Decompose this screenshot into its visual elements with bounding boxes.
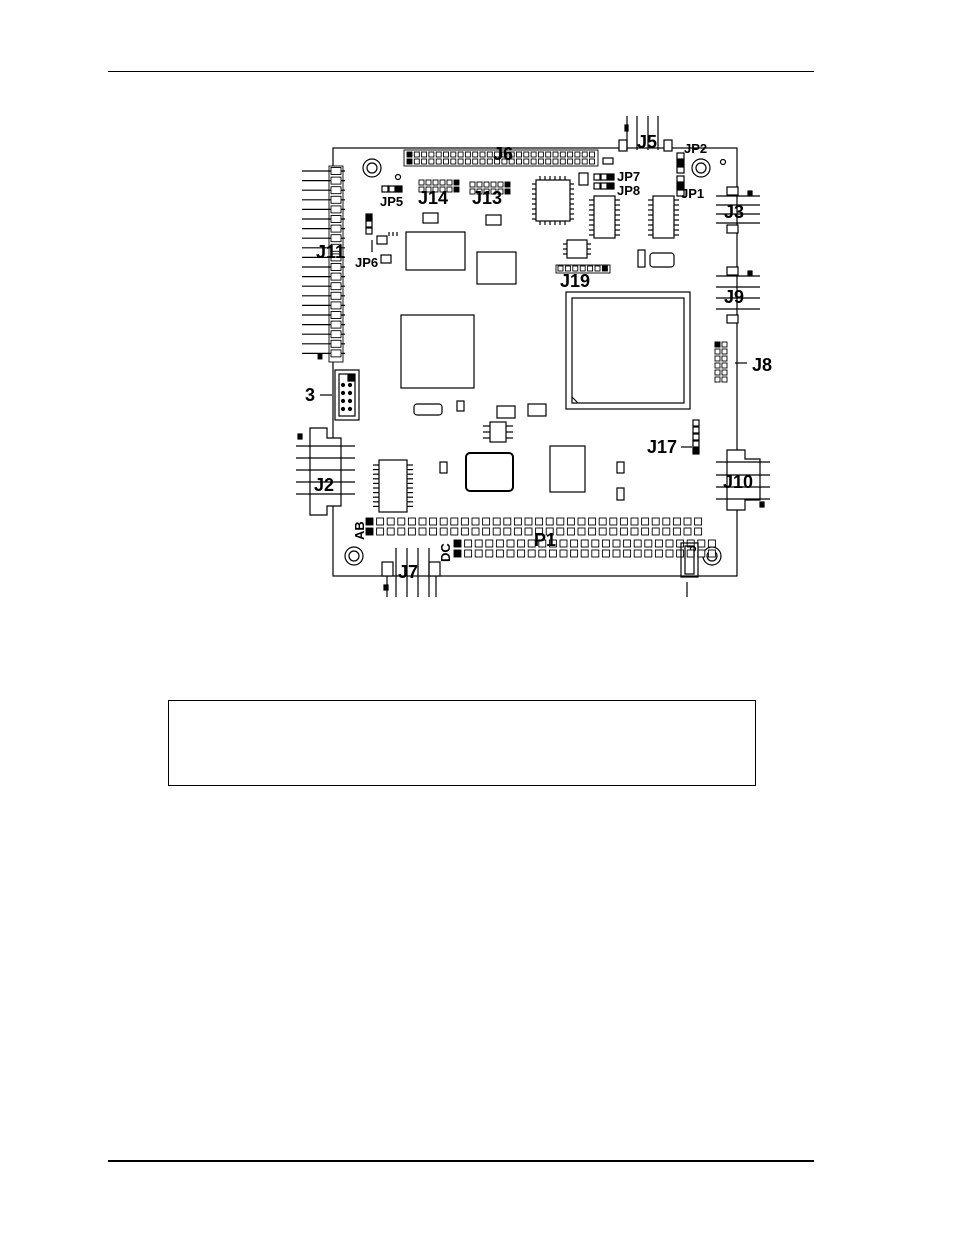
label-j17: J17 (647, 437, 677, 457)
label-j3: J3 (724, 202, 744, 222)
label-jp6: JP6 (355, 255, 378, 270)
label-j9: J9 (724, 287, 744, 307)
label-jp7: JP7 (617, 169, 640, 184)
label-dc: DC (438, 543, 453, 562)
label-j14: J14 (418, 188, 448, 208)
j11-connector (302, 166, 345, 362)
label-j8: J8 (752, 355, 772, 375)
label-jp8: JP8 (617, 183, 640, 198)
label-j7: J7 (398, 562, 418, 582)
label-j11: J11 (316, 242, 345, 262)
label-p1: P1 (534, 530, 556, 550)
label-j19: J19 (560, 271, 590, 291)
note-box (168, 700, 756, 786)
label-j6: J6 (493, 144, 513, 164)
label-jp5: JP5 (380, 194, 403, 209)
board-diagram: J6 J5 JP2 JP7 JP8 JP1 J3 JP5 J14 J13 J11… (0, 0, 954, 620)
label-jp2: JP2 (684, 141, 707, 156)
label-j5: J5 (637, 132, 657, 152)
label-j2: J2 (314, 475, 334, 495)
label-jp1: JP1 (681, 186, 704, 201)
footer-rule (108, 1160, 814, 1162)
label-ab: AB (352, 521, 367, 540)
label-j13: J13 (472, 188, 502, 208)
label-3: 3 (305, 385, 315, 405)
label-j10: J10 (723, 472, 753, 492)
